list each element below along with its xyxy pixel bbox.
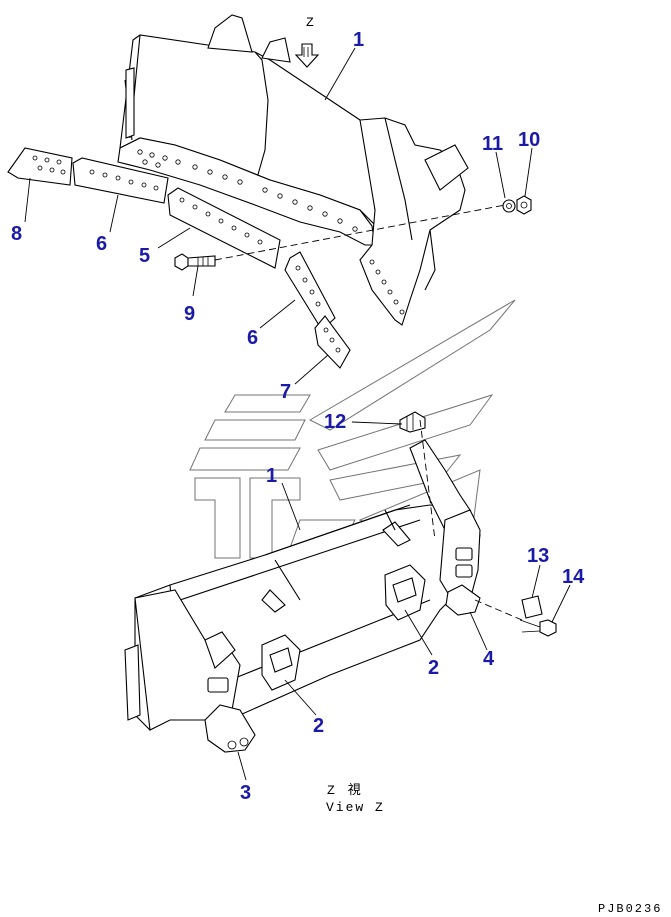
callout-blade-top: 1 bbox=[353, 29, 364, 51]
callout-washer: 11 bbox=[482, 133, 503, 155]
callouts: 1 6 8 5 9 6 7 11 10 12 1 2 2 3 4 13 14 bbox=[11, 29, 585, 804]
bracket-center-shape bbox=[384, 564, 426, 621]
callout-end-bit-left: 8 bbox=[11, 223, 22, 245]
blade-upper bbox=[117, 14, 469, 326]
callout-cutting-edge-right: 6 bbox=[247, 327, 258, 349]
callout-cutting-edge-top: 6 bbox=[96, 233, 107, 255]
bracket-left-shape bbox=[261, 634, 301, 691]
blade-end-holes bbox=[369, 259, 405, 315]
callout-blade-view-z: 1 bbox=[266, 465, 277, 487]
callout-end-bit-right: 7 bbox=[280, 381, 291, 403]
blade-bolt-holes bbox=[137, 149, 358, 232]
washer-11 bbox=[502, 199, 516, 213]
callout-plate: 13 bbox=[527, 545, 549, 567]
plate-13 bbox=[521, 595, 543, 619]
nut-10 bbox=[516, 195, 532, 215]
callout-bracket-left: 2 bbox=[313, 715, 324, 737]
cutting-edge-right bbox=[284, 251, 336, 331]
end-bit-right bbox=[314, 315, 351, 369]
callout-bolt: 9 bbox=[184, 303, 195, 325]
end-bit-left bbox=[7, 147, 73, 186]
bolt-axis-line bbox=[214, 204, 506, 261]
bolt-14 bbox=[474, 599, 557, 637]
bracket-right-shape bbox=[445, 584, 481, 616]
view-z-arrow: Z bbox=[294, 15, 320, 68]
callout-bracket-right: 4 bbox=[483, 648, 495, 670]
callout-grease-fitting: 12 bbox=[324, 411, 346, 433]
bolt-9 bbox=[174, 253, 216, 271]
view-arrow-letter: Z bbox=[306, 15, 314, 30]
blade-view-z bbox=[124, 439, 481, 753]
grease-fitting-12 bbox=[399, 411, 436, 541]
drawing-code: PJB0236 bbox=[598, 902, 662, 916]
view-caption-kanji: Z 視 bbox=[327, 783, 361, 798]
callout-cutting-edge-center: 5 bbox=[139, 245, 150, 267]
callout-bracket-center: 2 bbox=[428, 657, 439, 679]
cutting-edge-center bbox=[167, 187, 281, 269]
callout-bolt-small: 14 bbox=[562, 566, 585, 588]
callout-bracket-lower-left: 3 bbox=[240, 782, 251, 804]
cutting-edge-top bbox=[72, 157, 169, 204]
callout-nut: 10 bbox=[518, 129, 540, 151]
leader-lines bbox=[24, 47, 571, 781]
view-caption-english: View Z bbox=[326, 800, 385, 815]
